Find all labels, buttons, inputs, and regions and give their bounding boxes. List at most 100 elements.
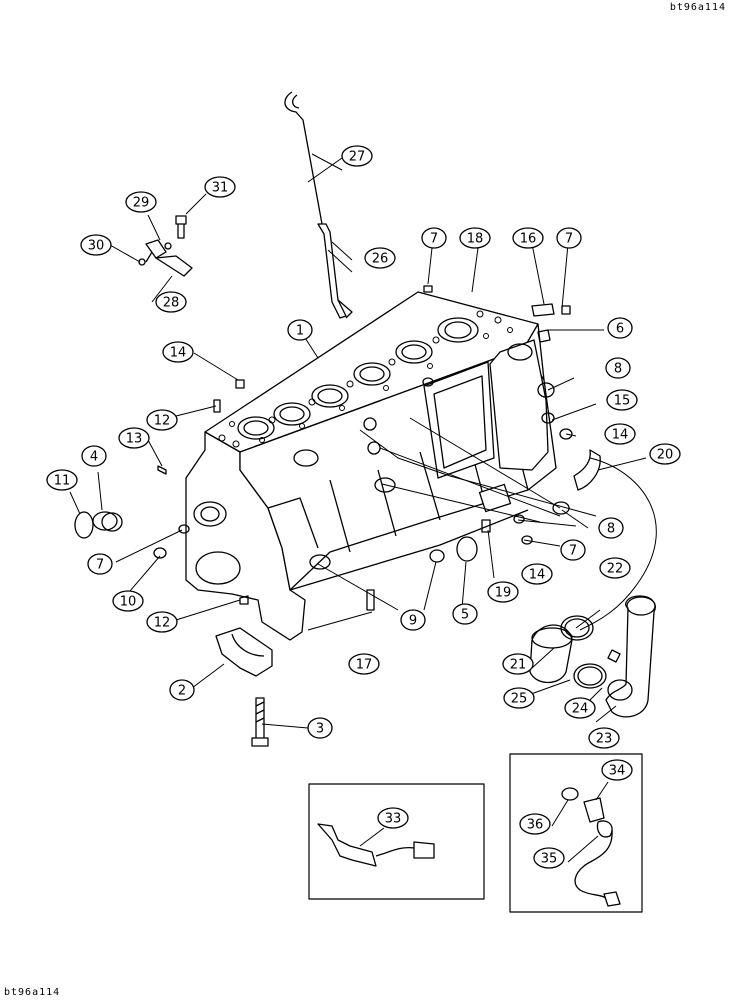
callout-oval [146, 409, 178, 431]
callout-7: 7 [421, 227, 447, 249]
callout-oval [162, 341, 194, 363]
callout-oval [80, 234, 112, 256]
callout-number: 19 [495, 586, 512, 601]
callout-number: 33 [385, 812, 402, 827]
callout-number: 25 [511, 692, 528, 707]
callout-20: 20 [649, 443, 681, 465]
callout-oval [556, 227, 582, 249]
callout-12: 12 [146, 409, 178, 431]
callout-number: 2 [178, 684, 186, 699]
sensor-34-assembly [561, 787, 621, 907]
callout-number: 7 [96, 558, 104, 573]
callout-8: 8 [605, 357, 631, 379]
callout-31: 31 [204, 176, 236, 198]
callout-oval [81, 445, 107, 467]
callout-3: 3 [307, 717, 333, 739]
front-seal [92, 511, 118, 531]
callout-number: 14 [170, 346, 187, 361]
callout-oval [118, 427, 150, 449]
callout-oval [599, 557, 631, 579]
callout-12: 12 [146, 611, 178, 633]
callout-29: 29 [125, 191, 157, 213]
callout-2: 2 [169, 679, 195, 701]
callout-number: 4 [90, 450, 98, 465]
callout-number: 29 [133, 196, 150, 211]
callout-14: 14 [521, 563, 553, 585]
callout-7: 7 [87, 553, 113, 575]
callout-6: 6 [607, 317, 633, 339]
callout-number: 14 [612, 428, 629, 443]
callout-1: 1 [287, 319, 313, 341]
callout-oval [487, 581, 519, 603]
callout-number: 13 [126, 432, 143, 447]
callout-oval [533, 847, 565, 869]
callout-21: 21 [502, 653, 534, 675]
callout-19: 19 [487, 581, 519, 603]
drawing-code-bottom: bt96a114 [4, 987, 61, 998]
callout-16: 16 [512, 227, 544, 249]
callout-oval [452, 603, 478, 625]
callout-number: 8 [607, 522, 615, 537]
dipstick-assembly [284, 91, 353, 319]
callout-oval [112, 590, 144, 612]
callout-number: 14 [529, 568, 546, 583]
callout-8: 8 [598, 517, 624, 539]
callout-36: 36 [519, 813, 551, 835]
callout-oval [169, 679, 195, 701]
callout-oval [459, 227, 491, 249]
inset-box-sensor-34-36 [509, 753, 643, 913]
head-bolt-holes [218, 310, 513, 448]
callout-oval [502, 653, 534, 675]
callout-oval [341, 145, 373, 167]
callout-oval [604, 423, 636, 445]
callout-oval [307, 717, 333, 739]
callout-oval [606, 389, 638, 411]
callout-30: 30 [80, 234, 112, 256]
callout-number: 9 [409, 614, 417, 629]
callout-number: 12 [154, 616, 171, 631]
callout-number: 28 [163, 296, 180, 311]
callout-number: 15 [614, 394, 631, 409]
callout-number: 5 [461, 608, 469, 623]
sensor-33 [317, 823, 435, 867]
callout-oval [421, 227, 447, 249]
callout-14: 14 [604, 423, 636, 445]
callout-number: 26 [372, 252, 389, 267]
callout-number: 6 [616, 322, 624, 337]
callout-10: 10 [112, 590, 144, 612]
callout-number: 8 [614, 362, 622, 377]
callout-13: 13 [118, 427, 150, 449]
callout-35: 35 [533, 847, 565, 869]
callout-oval [155, 291, 187, 313]
callout-oval [588, 727, 620, 749]
callout-oval [287, 319, 313, 341]
callout-oval [564, 697, 596, 719]
callout-oval [560, 539, 586, 561]
callout-oval [649, 443, 681, 465]
cylinder-bores [237, 317, 479, 440]
callout-number: 36 [527, 818, 544, 833]
callout-number: 12 [154, 414, 171, 429]
callout-23: 23 [588, 727, 620, 749]
callout-oval [521, 563, 553, 585]
callout-22: 22 [599, 557, 631, 579]
callout-number: 20 [657, 448, 674, 463]
cylinder-block [185, 291, 557, 641]
callout-oval [377, 807, 409, 829]
callout-oval [605, 357, 631, 379]
expansion-plug [74, 511, 94, 539]
callout-18: 18 [459, 227, 491, 249]
callout-24: 24 [564, 697, 596, 719]
callout-number: 7 [430, 232, 438, 247]
callout-26: 26 [364, 247, 396, 269]
callout-oval [512, 227, 544, 249]
callout-oval [348, 653, 380, 675]
callout-oval [400, 609, 426, 631]
callout-number: 22 [607, 562, 624, 577]
callout-number: 7 [565, 232, 573, 247]
callout-15: 15 [606, 389, 638, 411]
callout-7: 7 [560, 539, 586, 561]
callout-number: 35 [541, 852, 558, 867]
callout-28: 28 [155, 291, 187, 313]
